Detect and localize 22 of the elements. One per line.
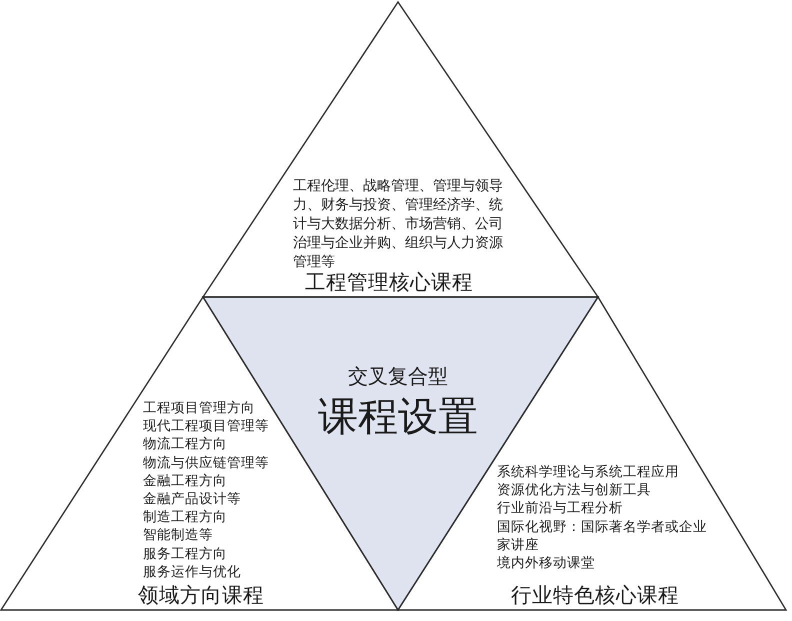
course-item: 金融产品设计等 [143,490,241,508]
course-item: 行业前沿与工程分析 [497,499,623,518]
course-item: 金融工程方向 [143,472,227,490]
subtitle: 交叉复合型 [348,363,448,389]
course-item: 工程项目管理方向 [143,399,255,418]
course-item: 服务运作与优化 [143,562,241,582]
main-title: 课程设置 [318,395,478,439]
course-item: 系统科学理论与系统工程应用 [497,463,679,482]
course-item: 制造工程方向 [143,508,227,526]
course-item: 现代工程项目管理等 [143,417,269,436]
course-description: 工程伦理、战略管理、管理与领导力、财务与投资、管理经济学、统计与大数据分析、市场营销、公司治理与企业并购、组织与人力资源管理等 [293,177,504,272]
course-item: 物流工程方向 [143,435,227,454]
course-item: 物流与供应链管理等 [143,454,269,472]
category-title: 领域方向课程 [138,584,264,607]
category-title: 行业特色核心课程 [511,584,679,607]
triangle-panel [203,2,598,297]
course-item: 服务工程方向 [143,544,227,563]
category-title: 工程管理核心课程 [305,271,473,294]
course-item: 国际化视野：国际著名学者或企业家讲座 [497,518,708,554]
course-item: 境内外移动课堂 [497,554,595,572]
course-item: 智能制造等 [143,526,213,545]
course-item: 资源优化方法与创新工具 [497,481,651,500]
